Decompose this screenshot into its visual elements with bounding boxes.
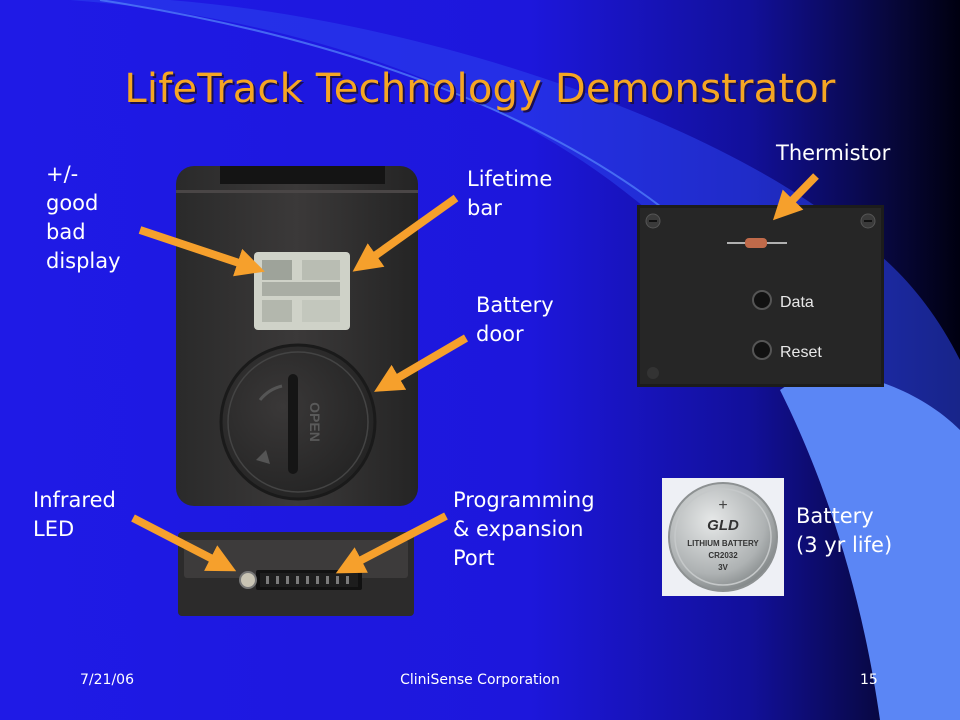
label-lifetime-bar: Lifetime bar xyxy=(467,165,552,223)
arrow-thermistor xyxy=(772,173,819,221)
coin-cell-photo: + GLD LITHIUM BATTERY CR2032 3V xyxy=(662,478,784,596)
coin-brand-text: GLD xyxy=(707,517,739,534)
label-line: Battery xyxy=(796,504,874,528)
arrow-display xyxy=(138,226,265,277)
label-line: Port xyxy=(453,546,495,570)
data-port-label: Data xyxy=(780,294,814,311)
slide-title: LifeTrack Technology Demonstrator xyxy=(124,66,836,112)
label-battery-door: Battery door xyxy=(476,291,554,349)
door-open-text: OPEN xyxy=(307,402,323,442)
label-line: Infrared xyxy=(33,488,116,512)
label-good-bad-display: +/- good bad display xyxy=(46,160,121,276)
coin-plus-text: + xyxy=(718,497,727,514)
label-line: bar xyxy=(467,196,502,220)
arrow-programming-port xyxy=(335,512,448,574)
label-line: Lifetime xyxy=(467,167,553,191)
label-line: door xyxy=(476,322,524,346)
circuit-board-photo: Data Reset xyxy=(637,205,884,387)
label-programming-port: Programming & expansion Port xyxy=(453,486,595,573)
label-line: Battery xyxy=(476,293,554,317)
label-thermistor: Thermistor xyxy=(776,141,891,165)
label-battery-life: Battery (3 yr life) xyxy=(796,502,892,560)
label-line: display xyxy=(46,249,121,273)
arrow-lifetime-bar xyxy=(352,194,459,272)
coin-model-text: CR2032 xyxy=(708,551,738,560)
arrow-infrared-led xyxy=(131,514,237,572)
arrow-battery-door xyxy=(374,334,469,392)
coin-type-text: LITHIUM BATTERY xyxy=(687,539,759,548)
footer-date: 7/21/06 xyxy=(80,672,134,688)
label-line: bad xyxy=(46,220,86,244)
label-infrared-led: Infrared LED xyxy=(33,486,116,544)
label-line: good xyxy=(46,191,99,215)
label-line: LED xyxy=(33,517,75,541)
coin-voltage-text: 3V xyxy=(718,563,728,572)
reset-port-label: Reset xyxy=(780,344,822,361)
label-line: (3 yr life) xyxy=(796,533,893,557)
label-line: & expansion xyxy=(453,517,584,541)
footer-page-number: 15 xyxy=(860,672,878,688)
thermistor-component xyxy=(745,238,767,248)
label-line: +/- xyxy=(46,162,79,186)
footer-company: CliniSense Corporation xyxy=(400,672,560,688)
label-line: Programming xyxy=(453,488,595,512)
